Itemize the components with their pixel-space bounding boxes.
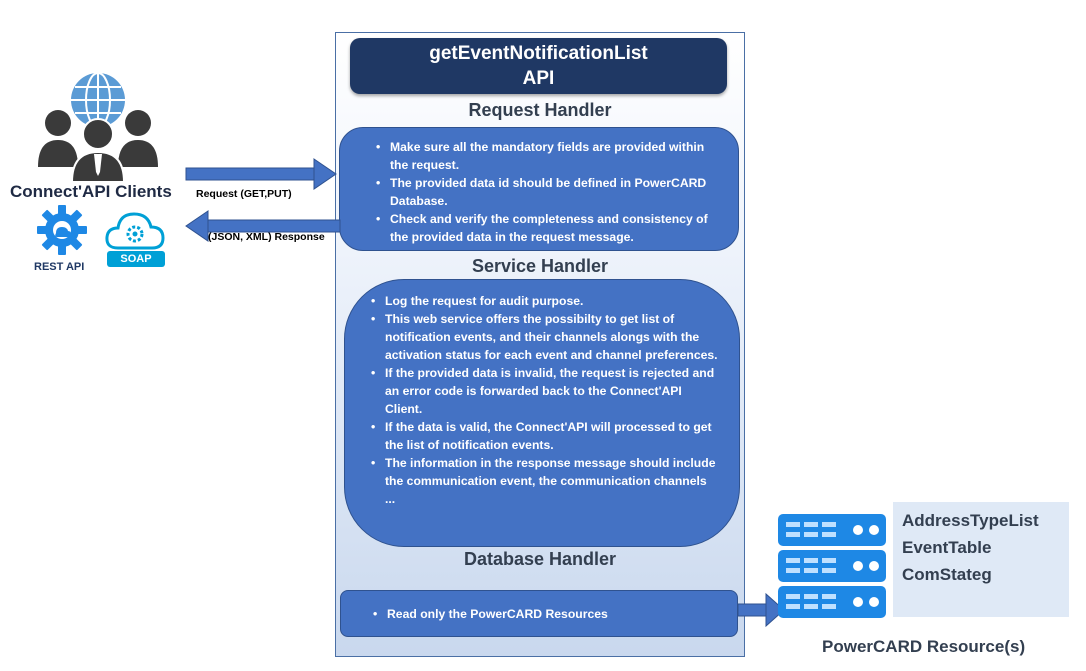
service-handler-card: Log the request for audit purpose. This … <box>344 279 740 547</box>
service-item: The information in the response message … <box>371 454 719 508</box>
resource-item: EventTable <box>902 538 992 557</box>
server-stack-icon <box>778 514 886 618</box>
soap-label: SOAP <box>107 251 165 267</box>
globe-icon <box>71 72 125 128</box>
request-handler-card: Make sure all the mandatory fields are p… <box>339 127 739 251</box>
request-arrow <box>185 158 337 190</box>
resource-item: AddressTypeList <box>902 511 1039 530</box>
rest-api-gear-icon <box>37 205 87 255</box>
service-item: This web service offers the possibilty t… <box>371 310 719 364</box>
request-response-arrows <box>185 158 341 242</box>
resource-item: ComStateg <box>902 565 992 584</box>
api-title-line1: getEventNotificationList <box>429 43 648 64</box>
service-item: If the provided data is invalid, the req… <box>371 364 719 418</box>
rest-api-label: REST API <box>34 261 85 273</box>
api-title-line2: API <box>522 68 555 89</box>
service-handler-title: Service Handler <box>471 256 609 276</box>
soap-cloud-icon <box>105 212 165 250</box>
service-item: If the data is valid, the Connect'API wi… <box>371 418 719 454</box>
clients-label: Connect'API Clients <box>10 182 172 201</box>
api-title: getEventNotificationList API <box>350 38 727 94</box>
resources-caption: PowerCARD Resource(s) <box>822 637 1026 656</box>
request-item: Check and verify the completeness and co… <box>376 210 720 246</box>
request-label: Request (GET,PUT) <box>196 188 292 200</box>
resources-box <box>893 502 1069 617</box>
database-arrow <box>737 592 785 628</box>
service-item: Log the request for audit purpose. <box>371 292 719 310</box>
response-arrow <box>185 210 341 242</box>
response-label: (JSON, XML) Response <box>208 231 325 243</box>
request-handler-title: Request Handler <box>468 100 612 120</box>
database-handler-title: Database Handler <box>463 549 617 569</box>
request-item: Make sure all the mandatory fields are p… <box>376 138 720 174</box>
database-item: Read only the PowerCARD Resources <box>373 605 727 623</box>
request-item: The provided data id should be defined i… <box>376 174 720 210</box>
clients-people-icon <box>38 72 158 183</box>
database-handler-card: Read only the PowerCARD Resources <box>340 590 738 637</box>
